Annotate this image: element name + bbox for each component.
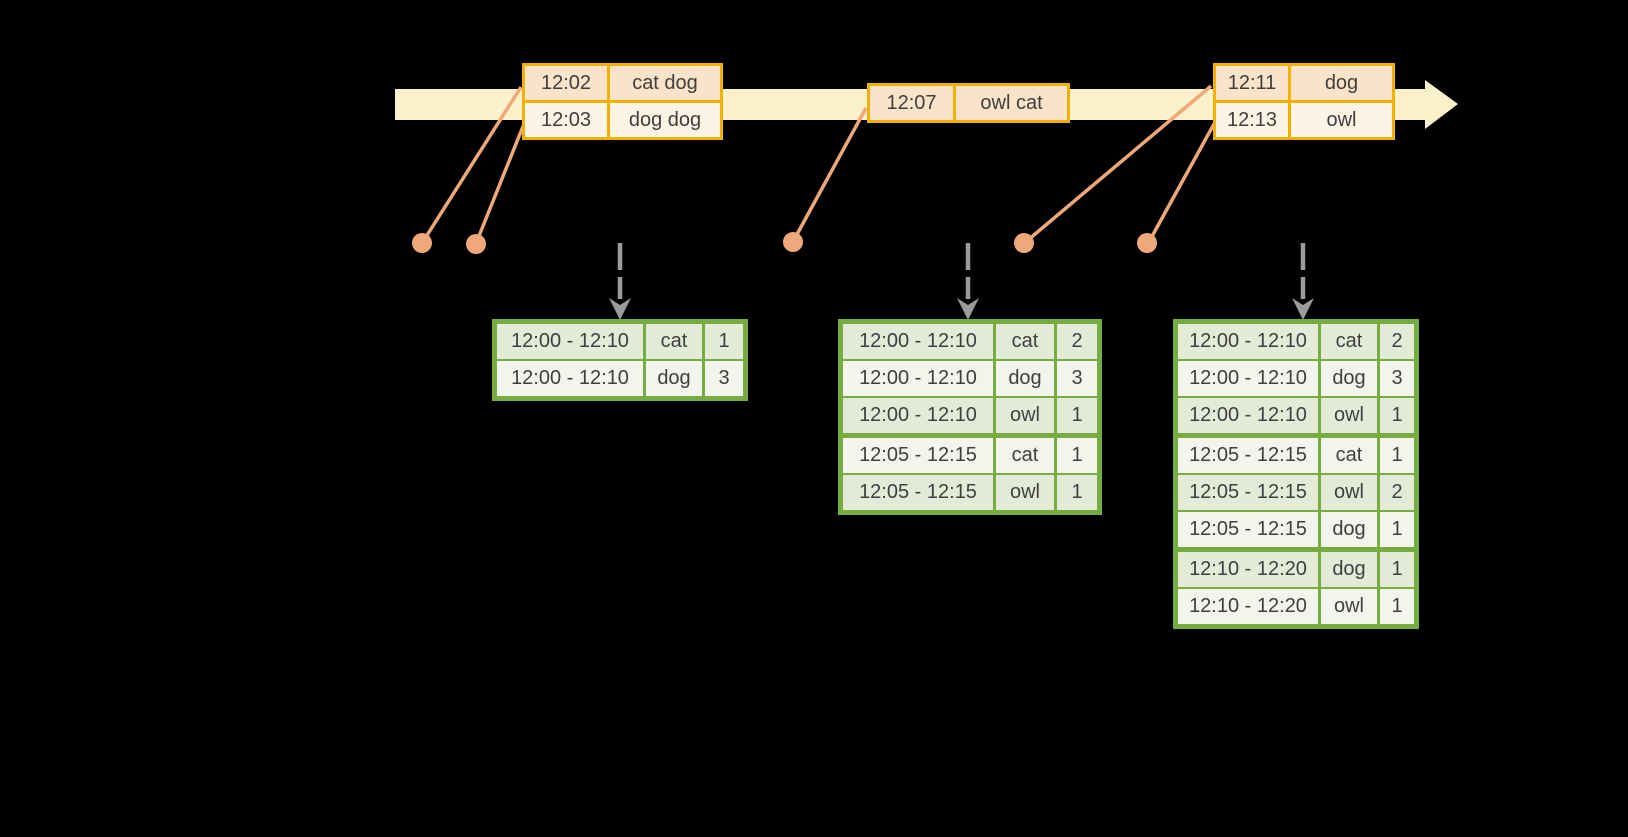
count-cell: 1	[1057, 438, 1097, 473]
word-cell: cat	[1321, 438, 1377, 473]
word-cell: dog	[646, 361, 702, 396]
count-cell: 3	[705, 361, 743, 396]
event-words-cell: owl	[1291, 103, 1392, 137]
event-time-cell: 12:11	[1216, 66, 1288, 100]
window-cell: 12:05 - 12:15	[1178, 438, 1318, 473]
event-dot	[783, 232, 803, 252]
window-cell: 12:00 - 12:10	[843, 361, 993, 396]
word-cell: dog	[1321, 361, 1377, 396]
count-cell: 1	[1380, 438, 1414, 473]
event-words-cell: cat dog	[610, 66, 720, 100]
arrow-down-icon	[609, 298, 631, 320]
word-cell: cat	[646, 324, 702, 359]
window-cell: 12:10 - 12:20	[1178, 552, 1318, 587]
word-cell: cat	[1321, 324, 1377, 359]
word-cell: owl	[1321, 398, 1377, 433]
event-time-cell: 12:03	[525, 103, 607, 137]
count-cell: 1	[1380, 512, 1414, 547]
window-cell: 12:00 - 12:10	[1178, 361, 1318, 396]
word-cell: owl	[996, 398, 1054, 433]
event-words-cell: owl cat	[956, 86, 1067, 120]
connector-line	[1148, 123, 1216, 241]
event-words-cell: dog dog	[610, 103, 720, 137]
count-cell: 2	[1380, 475, 1414, 510]
word-cell: owl	[1321, 589, 1377, 624]
window-cell: 12:05 - 12:15	[843, 475, 993, 510]
trigger-arrow	[957, 243, 979, 320]
event-time-cell: 12:13	[1216, 103, 1288, 137]
trigger-arrow	[609, 243, 631, 320]
count-cell: 1	[1380, 552, 1414, 587]
count-cell: 1	[705, 324, 743, 359]
window-cell: 12:00 - 12:10	[1178, 324, 1318, 359]
window-cell: 12:00 - 12:10	[497, 324, 643, 359]
count-cell: 3	[1057, 361, 1097, 396]
event-dot	[466, 234, 486, 254]
connector-line	[422, 86, 523, 241]
count-cell: 1	[1380, 589, 1414, 624]
connector-line	[793, 107, 868, 239]
count-cell: 2	[1380, 324, 1414, 359]
arrow-down-icon	[1292, 298, 1314, 320]
trigger-arrow	[1292, 243, 1314, 320]
timeline-arrowhead-icon	[1425, 80, 1458, 129]
event-dot	[412, 233, 432, 253]
word-cell: dog	[1321, 512, 1377, 547]
count-cell: 1	[1057, 475, 1097, 510]
window-cell: 12:00 - 12:10	[843, 398, 993, 433]
word-cell: cat	[996, 438, 1054, 473]
window-cell: 12:00 - 12:10	[843, 324, 993, 359]
count-cell: 2	[1057, 324, 1097, 359]
word-cell: owl	[1321, 475, 1377, 510]
count-cell: 3	[1380, 361, 1414, 396]
word-cell: cat	[996, 324, 1054, 359]
event-time-cell: 12:07	[870, 86, 953, 120]
window-cell: 12:05 - 12:15	[1178, 512, 1318, 547]
window-cell: 12:05 - 12:15	[1178, 475, 1318, 510]
event-time-cell: 12:02	[525, 66, 607, 100]
event-dot	[1137, 233, 1157, 253]
window-cell: 12:00 - 12:10	[1178, 398, 1318, 433]
count-cell: 1	[1057, 398, 1097, 433]
event-dot	[1014, 233, 1034, 253]
word-cell: dog	[1321, 552, 1377, 587]
window-cell: 12:00 - 12:10	[497, 361, 643, 396]
connector-line	[1026, 84, 1213, 242]
window-cell: 12:10 - 12:20	[1178, 589, 1318, 624]
word-cell: owl	[996, 475, 1054, 510]
window-cell: 12:05 - 12:15	[843, 438, 993, 473]
event-words-cell: dog	[1291, 66, 1392, 100]
connector-line	[475, 123, 526, 242]
count-cell: 1	[1380, 398, 1414, 433]
word-cell: dog	[996, 361, 1054, 396]
arrow-down-icon	[957, 298, 979, 320]
